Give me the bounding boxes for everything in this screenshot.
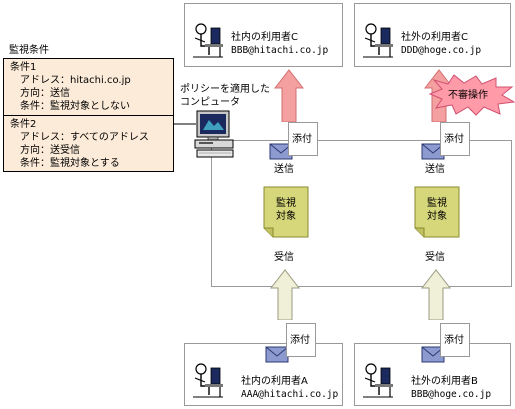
- condition-2-rule: 条件：監視対象とする: [20, 158, 120, 169]
- user-at-desk-icon: [193, 23, 223, 58]
- envelope-icon: [265, 346, 289, 363]
- user-box-internal-c: 社内の利用者C BBB@hitachi.co.jp: [184, 3, 343, 67]
- fraud-burst-icon: [428, 74, 515, 116]
- policy-computer-label-1: ポリシーを適用した: [180, 84, 270, 95]
- condition-divider: [4, 115, 173, 116]
- user-address: AAA@hitachi.co.jp: [241, 389, 339, 400]
- receive-arrow-right: [421, 269, 451, 320]
- attachment-label: 添付: [292, 134, 312, 145]
- attachment-label: 添付: [444, 134, 464, 145]
- attachment-tag: 添付: [286, 323, 316, 357]
- fraud-label: 不審操作: [448, 90, 488, 101]
- condition-panel: 条件1 アドレス：hitachi.co.jp 方向：送信 条件：監視対象としない…: [3, 58, 174, 172]
- receive-label-left: 受信: [274, 252, 294, 263]
- receive-label-right: 受信: [425, 252, 445, 263]
- condition-2-direction: 方向：送受信: [20, 145, 80, 156]
- monitor-title: 監視条件: [9, 45, 49, 56]
- condition-1-label: 条件1: [10, 62, 37, 73]
- monitored-document-right: [414, 186, 460, 238]
- send-label-left: 送信: [274, 164, 294, 175]
- monitored-label-1: 監視: [427, 198, 447, 209]
- receive-arrow-left: [270, 269, 300, 320]
- condition-1-address: アドレス：hitachi.co.jp: [20, 75, 131, 86]
- computer-icon: [194, 110, 234, 158]
- user-at-desk-icon: [193, 363, 223, 398]
- envelope-icon: [421, 346, 445, 363]
- condition-1-rule: 条件：監視対象としない: [20, 101, 130, 112]
- user-name: 社内の利用者A: [241, 376, 308, 387]
- send-label-right: 送信: [425, 164, 445, 175]
- attachment-label: 添付: [444, 335, 464, 346]
- policy-computer-label-2: コンピュータ: [180, 97, 240, 108]
- user-name: 社内の利用者C: [231, 32, 298, 43]
- user-address: BBB@hoge.co.jp: [411, 389, 492, 400]
- user-address: BBB@hitachi.co.jp: [231, 45, 329, 56]
- condition-1-direction: 方向：送信: [20, 88, 70, 99]
- user-box-external-c: 社外の利用者C DDD@hoge.co.jp: [354, 3, 511, 67]
- attachment-tag: 添付: [440, 122, 470, 156]
- attachment-label: 添付: [290, 335, 310, 346]
- mail-flow-frame: [211, 140, 512, 287]
- user-name: 社外の利用者C: [401, 32, 468, 43]
- monitored-label-2: 対象: [276, 211, 296, 222]
- user-name: 社外の利用者B: [411, 376, 478, 387]
- monitored-label-1: 監視: [276, 198, 296, 209]
- user-box-internal-a: 社内の利用者A AAA@hitachi.co.jp: [184, 343, 343, 406]
- user-at-desk-icon: [363, 363, 393, 398]
- user-at-desk-icon: [363, 23, 393, 58]
- user-address: DDD@hoge.co.jp: [401, 45, 482, 56]
- monitored-document-left: [263, 186, 309, 238]
- send-arrow-left: [274, 69, 304, 122]
- attachment-tag: 添付: [288, 122, 318, 156]
- attachment-tag: 添付: [440, 323, 470, 357]
- condition-2-address: アドレス：すべてのアドレス: [20, 132, 149, 143]
- condition-2-label: 条件2: [10, 119, 37, 130]
- monitored-label-2: 対象: [427, 211, 447, 222]
